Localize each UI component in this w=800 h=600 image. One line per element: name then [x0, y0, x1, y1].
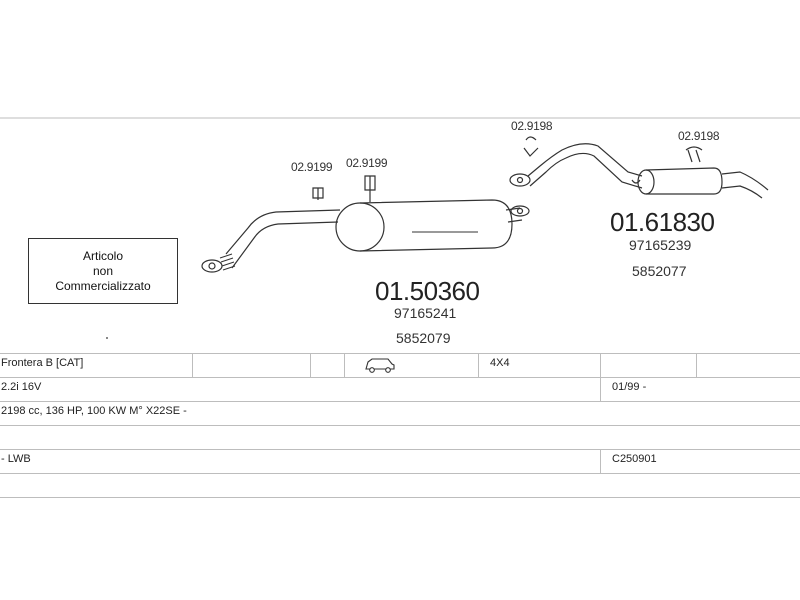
- vehicle-spec: 2198 cc, 136 HP, 100 KW M° X22SE -: [1, 405, 187, 417]
- front-part-ref1: 97165241: [394, 305, 457, 321]
- suv-icon: [365, 358, 395, 373]
- rear-silencer-body: [645, 167, 723, 195]
- part-clamp-b[interactable]: 02.9199: [346, 156, 388, 170]
- table-divider: [600, 353, 601, 401]
- hanger-d: [685, 146, 703, 163]
- hanger-a: [312, 187, 324, 200]
- vehicle-model: Frontera B [CAT]: [1, 357, 84, 369]
- front-part-code[interactable]: 01.50360: [375, 276, 480, 306]
- part-clamp-a[interactable]: 02.9199: [291, 160, 333, 174]
- rear-part-ref1: 97165239: [629, 237, 692, 253]
- table-divider: [192, 353, 193, 377]
- vehicle-catalog: C250901: [612, 453, 657, 465]
- vehicle-body: - LWB: [1, 453, 31, 465]
- table-row: 2.2i 16V 01/99 -: [0, 377, 800, 401]
- notice-line-1: Articolo: [82, 248, 123, 263]
- table-line: [0, 449, 800, 450]
- notice-line-3: Commercializzato: [55, 278, 151, 293]
- table-line: [0, 353, 800, 354]
- part-clamp-c[interactable]: 02.9198: [511, 119, 553, 133]
- table-row: - LWB C250901: [0, 449, 800, 473]
- rear-part-ref2: 5852077: [632, 263, 687, 279]
- front-silencer-end: [335, 202, 385, 252]
- vehicle-drive: 4X4: [490, 357, 510, 369]
- hanger-c: [523, 136, 539, 157]
- table-divider: [344, 353, 345, 377]
- table-divider: [600, 449, 601, 473]
- table-line: [0, 377, 800, 378]
- rear-part-code[interactable]: 01.61830: [610, 207, 715, 237]
- vehicle-date: 01/99 -: [612, 381, 647, 393]
- rear-silencer-assembly: [509, 136, 769, 199]
- table-divider: [696, 353, 697, 377]
- table-line: [0, 473, 800, 474]
- not-available-notice: Articolo non Commercializzato: [28, 238, 178, 304]
- notice-line-2: non: [92, 263, 114, 278]
- table-line: [0, 401, 800, 402]
- stray-dot: [106, 337, 108, 339]
- vehicle-engine: 2.2i 16V: [1, 381, 42, 393]
- table-line: [0, 497, 800, 498]
- front-part-ref2: 5852079: [396, 330, 451, 346]
- table-divider: [310, 353, 311, 377]
- part-clamp-d[interactable]: 02.9198: [678, 129, 720, 143]
- hanger-b: [364, 175, 376, 202]
- front-flange: [201, 259, 223, 273]
- front-silencer-assembly: [201, 175, 530, 273]
- table-row: 2198 cc, 136 HP, 100 KW M° X22SE -: [0, 401, 800, 425]
- front-silencer-body: [359, 199, 513, 252]
- table-row: Frontera B [CAT] 4X4: [0, 353, 800, 377]
- table-line: [0, 425, 800, 426]
- table-divider: [478, 353, 479, 377]
